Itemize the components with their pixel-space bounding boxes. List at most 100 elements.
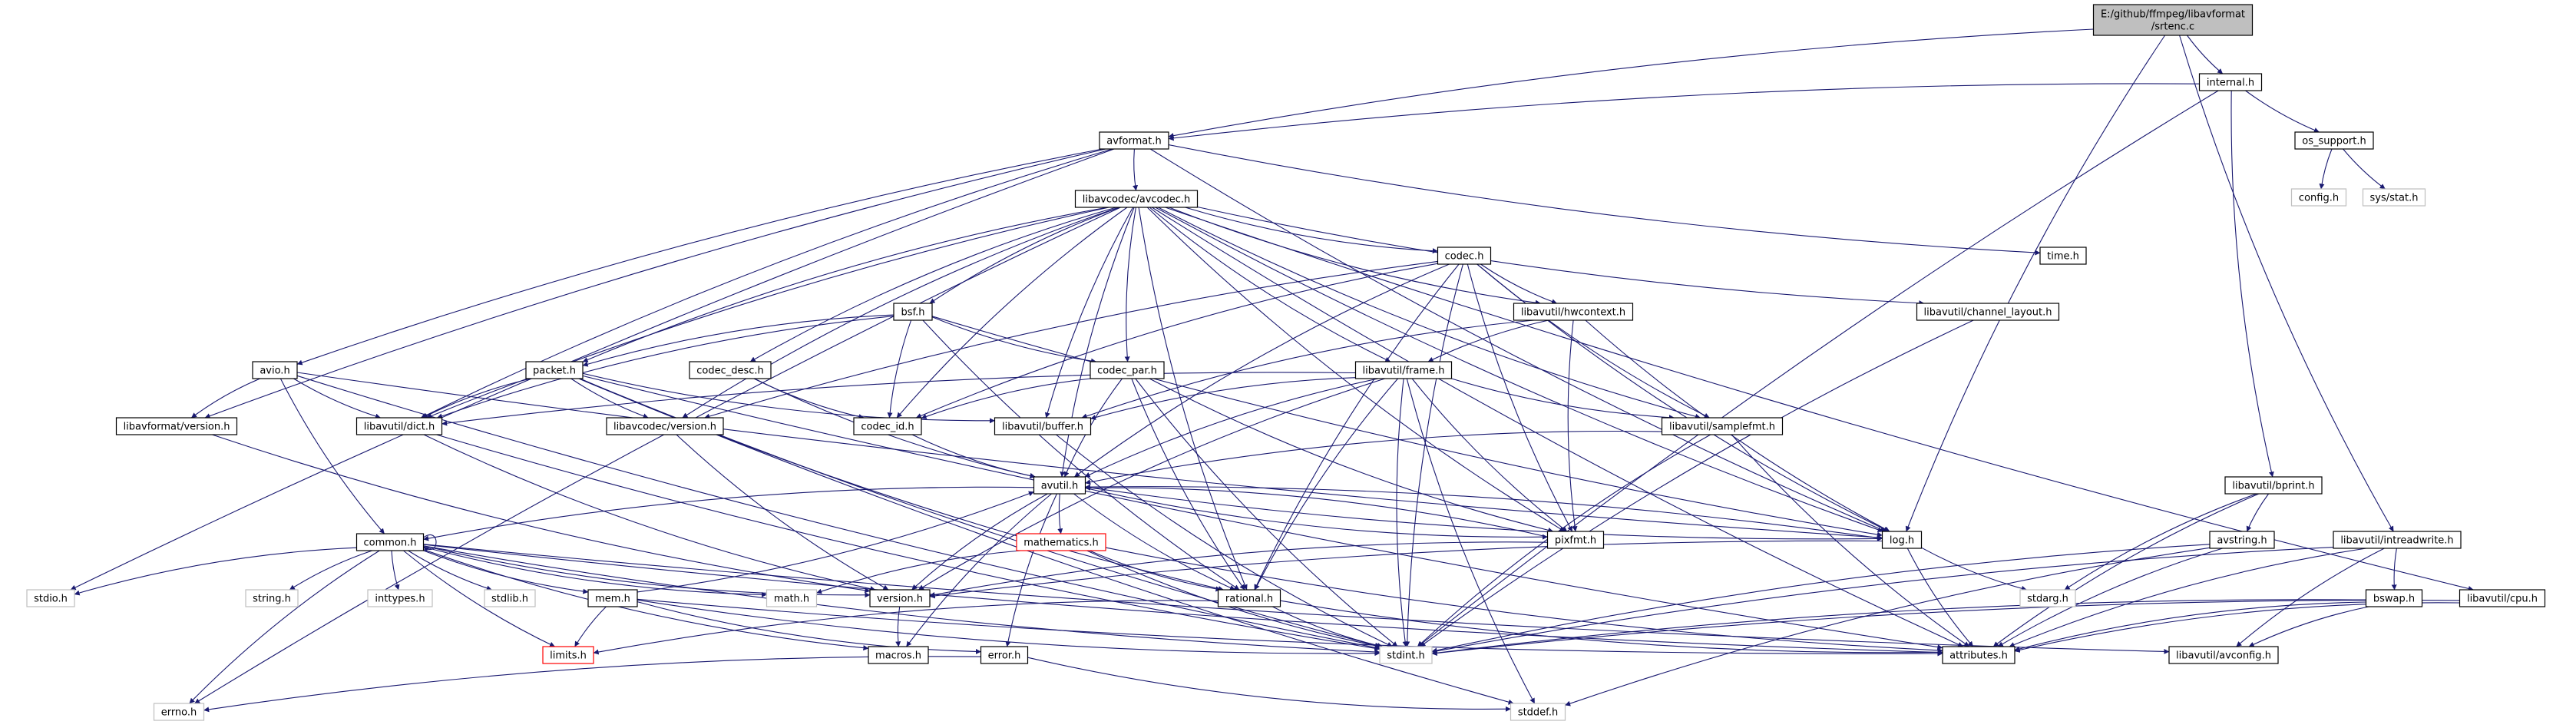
edge-bsf-to-packet	[582, 314, 894, 367]
node-math[interactable]: math.h	[766, 589, 818, 607]
node-box	[868, 646, 929, 664]
edge-avcodec-to-codec-desc	[749, 207, 1117, 362]
node-intreadwrite[interactable]: libavutil/intreadwrite.h	[2333, 531, 2462, 549]
node-config[interactable]: config.h	[2290, 188, 2347, 207]
edge-frame-to-stdint	[1396, 378, 1408, 647]
node-codec-desc[interactable]: codec_desc.h	[689, 361, 772, 379]
node-avconfig[interactable]: libavutil/avconfig.h	[2168, 646, 2279, 664]
node-sysstat[interactable]: sys/stat.h	[2362, 188, 2426, 207]
node-internal[interactable]: internal.h	[2198, 73, 2263, 91]
node-avstring[interactable]: avstring.h	[2209, 531, 2275, 549]
node-bswap[interactable]: bswap.h	[2365, 589, 2423, 607]
node-hwcontext[interactable]: libavutil/hwcontext.h	[1513, 303, 1634, 321]
node-box	[2365, 589, 2423, 607]
edge-version-to-macros	[895, 606, 901, 647]
node-mathematics[interactable]: mathematics.h	[1016, 533, 1106, 551]
edge-frame-to-stddef	[1406, 378, 1536, 704]
node-label: bsf.h	[901, 307, 924, 319]
node-box	[587, 589, 638, 607]
node-box	[1881, 531, 1923, 549]
node-box	[994, 417, 1092, 435]
node-string[interactable]: string.h	[245, 589, 299, 607]
node-label: libavformat/version.h	[124, 422, 230, 433]
node-avformat[interactable]: avformat.h	[1099, 131, 1169, 150]
node-packet[interactable]: packet.h	[525, 361, 584, 379]
node-stdarg[interactable]: stdarg.h	[2019, 589, 2076, 607]
node-stdint[interactable]: stdint.h	[1379, 646, 1433, 664]
node-avutil[interactable]: avutil.h	[1033, 476, 1086, 495]
node-macros[interactable]: macros.h	[868, 646, 929, 664]
node-codec-id[interactable]: codec_id.h	[853, 417, 922, 435]
node-box	[2198, 73, 2263, 91]
edge-avcodec-to-rational	[1138, 207, 1248, 591]
node-avcodec[interactable]: libavcodec/avcodec.h	[1074, 190, 1199, 208]
node-fmtversion[interactable]: libavformat/version.h	[115, 417, 238, 435]
node-box	[2224, 476, 2323, 495]
edge-common-to-math	[423, 546, 767, 597]
node-version[interactable]: version.h	[869, 589, 931, 607]
edge-mathematics-to-attributes	[1105, 547, 1943, 654]
node-time[interactable]: time.h	[2039, 247, 2087, 265]
node-inttypes[interactable]: inttypes.h	[367, 589, 433, 607]
node-frame[interactable]: libavutil/frame.h	[1354, 361, 1453, 379]
edges-layer	[70, 28, 2474, 713]
node-label: libavutil/frame.h	[1363, 366, 1445, 377]
node-box	[1090, 361, 1165, 379]
node-errno[interactable]: errno.h	[153, 703, 205, 721]
edge-dict-to-version	[423, 434, 876, 592]
node-label: libavutil/dict.h	[364, 422, 435, 433]
edge-packet-to-codecversion	[570, 378, 649, 419]
edge-avcodec-to-samplefmt	[1158, 207, 1701, 419]
node-label: stdlib.h	[491, 594, 528, 605]
node-label: codec_desc.h	[696, 366, 764, 377]
edge-bsf-to-codec-par	[931, 316, 1096, 364]
edge-os-support-to-config	[2319, 148, 2333, 190]
edge-error-to-stddef	[1027, 657, 1511, 712]
edge-avformat-to-time	[1168, 144, 2041, 256]
node-bsf[interactable]: bsf.h	[893, 303, 933, 321]
node-error[interactable]: error.h	[980, 646, 1029, 664]
node-attributes[interactable]: attributes.h	[1942, 646, 2015, 664]
node-bprint[interactable]: libavutil/bprint.h	[2224, 476, 2323, 495]
edge-avio-to-dict	[293, 378, 381, 419]
node-stdlib[interactable]: stdlib.h	[484, 589, 536, 607]
node-common[interactable]: common.h	[355, 533, 425, 551]
node-box	[2092, 4, 2254, 36]
edge-cpu-to-stdint	[1431, 600, 2460, 656]
edge-avformat-to-avio	[296, 148, 1103, 366]
node-label: libavutil/intreadwrite.h	[2340, 535, 2453, 547]
edge-avcodec-to-avutil	[1060, 207, 1135, 478]
node-root[interactable]: E:/github/ffmpeg/libavformat/srtenc.c	[2092, 4, 2254, 36]
node-label: E:/github/ffmpeg/libavformat/srtenc.c	[2101, 9, 2245, 33]
node-limits[interactable]: limits.h	[542, 646, 594, 664]
node-channel-layout[interactable]: libavutil/channel_layout.h	[1916, 303, 2060, 321]
edge-avcodec-to-codecversion	[682, 207, 1119, 419]
node-dict[interactable]: libavutil/dict.h	[355, 417, 443, 435]
node-box	[1942, 646, 2015, 664]
edge-avcodec-to-codec-par	[1124, 207, 1136, 362]
node-codec[interactable]: codec.h	[1437, 247, 1492, 265]
edge-avutil-to-common	[423, 486, 1034, 541]
node-os-support[interactable]: os_support.h	[2294, 131, 2374, 150]
node-rational[interactable]: rational.h	[1217, 589, 1281, 607]
edge-codec-to-hwcontext	[1480, 263, 1557, 304]
edge-common-to-stdio	[74, 547, 357, 596]
node-box	[367, 589, 433, 607]
node-buffer[interactable]: libavutil/buffer.h	[994, 417, 1092, 435]
edge-packet-to-dict	[422, 378, 531, 419]
node-pixfmt[interactable]: pixfmt.h	[1546, 531, 1605, 549]
node-box	[869, 589, 931, 607]
node-log[interactable]: log.h	[1881, 531, 1923, 549]
node-label: time.h	[2047, 251, 2079, 263]
node-avio[interactable]: avio.h	[252, 361, 298, 379]
node-codecversion[interactable]: libavcodec/version.h	[606, 417, 724, 435]
node-box	[853, 417, 922, 435]
node-label: avstring.h	[2217, 535, 2267, 547]
edge-log-to-avutil	[1085, 484, 1883, 539]
node-stdio[interactable]: stdio.h	[26, 589, 75, 607]
node-stddef[interactable]: stddef.h	[1510, 703, 1566, 721]
node-samplefmt[interactable]: libavutil/samplefmt.h	[1661, 417, 1784, 435]
node-mem[interactable]: mem.h	[587, 589, 638, 607]
node-codec-par[interactable]: codec_par.h	[1090, 361, 1165, 379]
node-cpu[interactable]: libavutil/cpu.h	[2459, 589, 2546, 607]
